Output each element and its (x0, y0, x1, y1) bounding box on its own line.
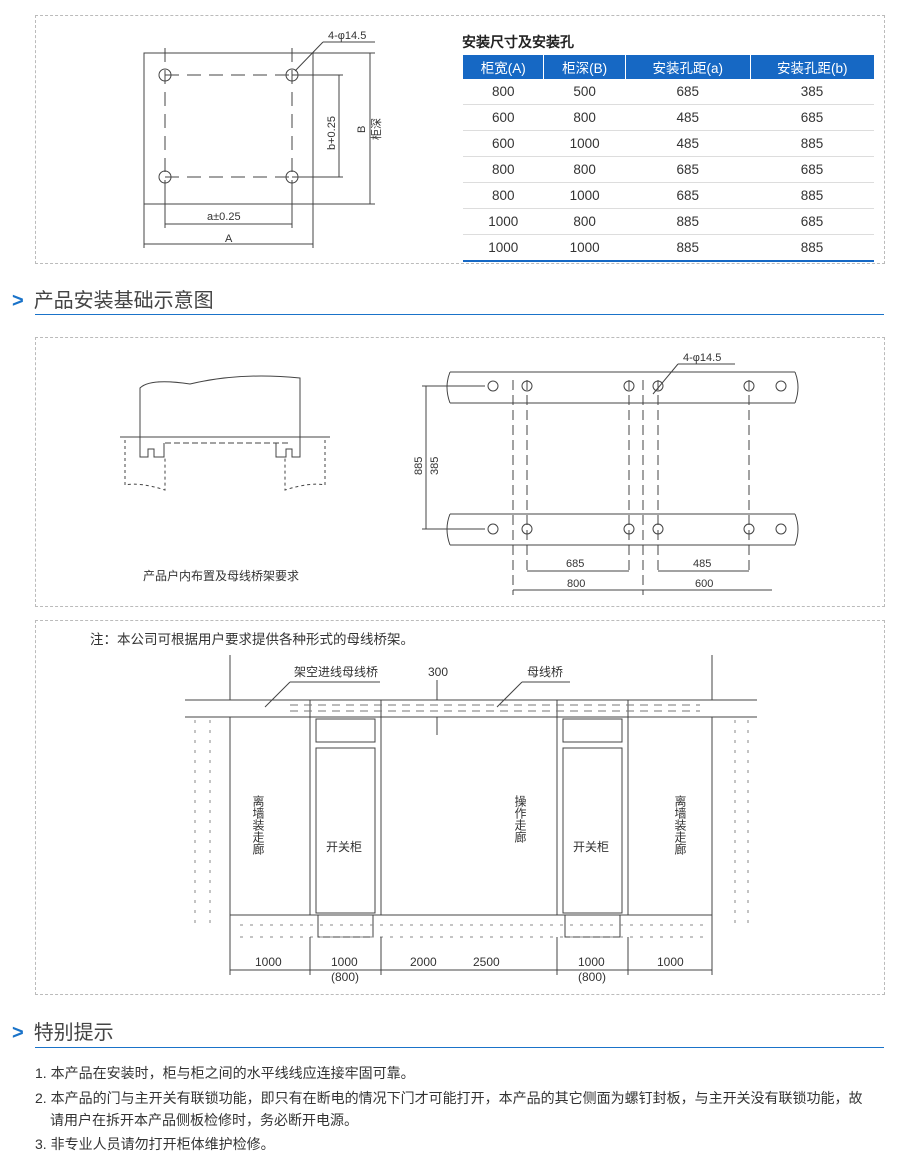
layout-panel (35, 620, 885, 995)
note-1: 1. 本产品在安装时，柜与柜之间的水平线线应连接牢固可靠。 (35, 1065, 415, 1081)
table-cell: 685 (750, 104, 874, 131)
room-layout-drawing (185, 655, 757, 975)
table-caption: 安装尺寸及安装孔 (462, 34, 574, 50)
dim-300: 300 (428, 665, 448, 679)
table-cell: 800 (462, 182, 544, 209)
switchgear-label-right: 开关柜 (573, 840, 609, 854)
install-hole-drawing (143, 41, 375, 248)
table-cell: 1000 (543, 130, 626, 157)
B-label: B (356, 126, 368, 133)
divider (35, 314, 884, 315)
chevron-icon: > (12, 1022, 24, 1044)
overhead-busbar-label: 架空进线母线桥 (294, 665, 378, 679)
section-title: 特别提示 (33, 1022, 114, 1044)
install-panel (35, 15, 885, 264)
table-cell: 600 (462, 130, 544, 157)
col-header: 安装孔距(a) (624, 55, 751, 79)
dim-1000-c: 1000 (578, 955, 605, 969)
wall-corridor-left: 离墙装走廊 (251, 794, 265, 856)
table-cell: 1000 (462, 208, 544, 235)
busbar-label: 母线桥 (527, 665, 563, 679)
layout-note: 注：本公司可根据用户要求提供各种形式的母线桥架。 (90, 631, 414, 647)
table-cell: 685 (625, 79, 751, 105)
dim-2000: 2000 (410, 955, 437, 969)
section-title: 产品安装基础示意图 (33, 290, 214, 312)
table-cell: 885 (750, 182, 874, 209)
depth-label: 柜深 (370, 118, 383, 140)
table-cell: 500 (543, 79, 626, 105)
table-cell: 1000 (543, 182, 626, 209)
dim-685: 685 (566, 558, 584, 570)
foundation-panel (35, 337, 885, 607)
dim-800-b: (800) (331, 970, 359, 984)
table-cell: 1000 (543, 234, 626, 262)
table-cell: 800 (462, 156, 544, 183)
table-cell: 885 (750, 234, 874, 262)
col-header: 安装孔距(b) (749, 55, 874, 79)
dim-1000-a: 1000 (255, 955, 282, 969)
divider (35, 1047, 884, 1048)
table-cell: 685 (750, 156, 874, 183)
holes-label: 4-φ14.5 (328, 30, 366, 42)
dim-2500: 2500 (473, 955, 500, 969)
table-cell: 485 (625, 104, 751, 131)
foundation-caption: 产品户内布置及母线桥架要求 (143, 568, 299, 583)
table-cell: 800 (543, 208, 626, 235)
cabinet-foundation-drawing (120, 375, 330, 491)
table-cell: 885 (750, 130, 874, 157)
col-header: 柜宽(A) (461, 55, 544, 79)
a-tolerance-label: a±0.25 (207, 211, 241, 223)
table-cell: 485 (625, 130, 751, 157)
section-heading-foundation: > 产品安装基础示意图 (12, 284, 214, 313)
dim-1000-b: 1000 (331, 955, 358, 969)
table-cell: 685 (625, 182, 751, 209)
table-cell: 800 (543, 104, 626, 131)
channel-steel-drawing (422, 363, 799, 595)
table-cell: 800 (543, 156, 626, 183)
dim-885: 885 (413, 457, 425, 475)
table-cell: 685 (750, 208, 874, 235)
dim-600: 600 (695, 578, 713, 590)
table-cell: 385 (750, 79, 874, 105)
table-cell: 885 (625, 208, 751, 235)
dim-385: 385 (429, 457, 441, 475)
dim-800: 800 (567, 578, 585, 590)
section-heading-notes: > 特别提示 (12, 1016, 114, 1045)
col-header: 柜深(B) (543, 55, 626, 79)
dim-1000-d: 1000 (657, 955, 684, 969)
foundation-holes-label: 4-φ14.5 (683, 352, 721, 364)
b-tolerance-label: b+0.25 (326, 116, 338, 150)
wall-corridor-right: 离墙装走廊 (673, 794, 687, 856)
table-cell: 885 (625, 234, 751, 262)
dim-485: 485 (693, 558, 711, 570)
table-cell: 685 (625, 156, 751, 183)
switchgear-label-left: 开关柜 (326, 840, 362, 854)
chevron-icon: > (12, 290, 24, 312)
A-label: A (225, 233, 233, 245)
table-cell: 600 (462, 104, 544, 131)
note-3: 3. 非专业人员请勿打开柜体维护检修。 (35, 1136, 275, 1152)
table-cell: 800 (462, 79, 544, 105)
note-2-cont: 请用户在拆开本产品侧板检修时，务必断开电源。 (50, 1112, 358, 1128)
operation-corridor: 操作走廊 (513, 794, 527, 844)
table-cell: 1000 (462, 234, 544, 262)
dim-800-c: (800) (578, 970, 606, 984)
note-2: 2. 本产品的门与主开关有联锁功能，即只有在断电的情况下门才可能打开，本产品的其… (35, 1090, 863, 1106)
